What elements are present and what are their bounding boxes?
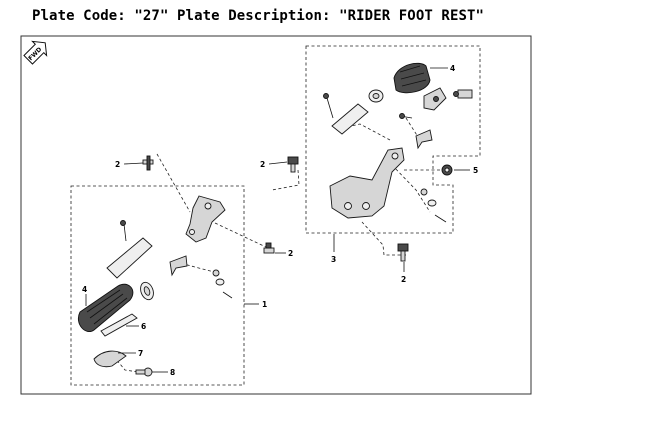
- connector-line: [361, 221, 406, 256]
- group-box-left: [70, 185, 245, 386]
- group-box-right: [305, 45, 481, 234]
- bracket-hole: [344, 202, 352, 210]
- callout-6: 6: [141, 322, 146, 331]
- rubber-grip-line: [86, 289, 128, 325]
- bolt-left-lower: [263, 242, 275, 254]
- callout-2-center: 2: [260, 160, 265, 169]
- left-pivot-pin: [106, 237, 153, 279]
- right-stud-bolt: [399, 113, 413, 119]
- left-washer-hole: [143, 286, 151, 296]
- leader-line: [268, 161, 288, 165]
- right-small-bolt: [433, 96, 439, 102]
- callout-4-left: 4: [82, 285, 87, 294]
- plate-code-label: Plate Code:: [32, 8, 126, 24]
- right-washer-hole: [372, 93, 380, 99]
- right-nut: [441, 164, 453, 176]
- right-cotter-pin: [434, 214, 447, 223]
- right-spring-ball: [420, 188, 428, 196]
- leader-line: [123, 162, 144, 165]
- bracket-hole: [362, 202, 370, 210]
- connector-line: [405, 117, 421, 141]
- page-title: Plate Code: "27" Plate Description: "RID…: [32, 8, 484, 24]
- plate-description-value: "RIDER FOOT REST": [339, 8, 485, 24]
- pin-shaft: [123, 223, 127, 242]
- connector-line: [271, 169, 300, 191]
- left-detent-plate: [169, 255, 188, 277]
- left-footrest-rubber: [78, 283, 134, 332]
- connector-line: [391, 164, 431, 213]
- bolt-right-upper: [287, 156, 299, 173]
- plate-description-label: Plate Description:: [177, 8, 331, 24]
- plate-code-value: "27": [134, 8, 169, 24]
- connector-line: [156, 153, 191, 213]
- callout-3: 3: [331, 255, 336, 264]
- pin-head: [323, 93, 329, 99]
- left-cotter-pin: [222, 291, 233, 299]
- callout-5: 5: [473, 166, 478, 175]
- left-bolt-shaft: [135, 369, 146, 375]
- bolt-left-upper: [142, 155, 154, 171]
- right-detent-plate: [415, 129, 433, 150]
- right-spring: [427, 199, 437, 207]
- left-heel-guard: [93, 350, 127, 368]
- right-peg-shaft: [331, 103, 369, 135]
- connector-line: [214, 222, 269, 249]
- callout-1: 1: [262, 300, 267, 309]
- callout-2-right-lower: 2: [401, 275, 406, 284]
- left-spring-ball: [212, 269, 220, 277]
- rubber-grip-line: [399, 65, 427, 87]
- callout-7: 7: [138, 349, 143, 358]
- right-adjuster-nut: [453, 89, 473, 99]
- pin-shaft: [326, 97, 334, 119]
- callout-4-right: 4: [450, 64, 455, 73]
- bracket-hole: [204, 202, 212, 210]
- left-footrest-bracket: [185, 195, 226, 243]
- diagram-frame: [20, 35, 532, 395]
- pin-head: [120, 220, 126, 226]
- callout-2-left-upper: 2: [115, 160, 120, 169]
- bolt-right-lower: [397, 243, 409, 262]
- callout-8: 8: [170, 368, 175, 377]
- callout-2-left-lower: 2: [288, 249, 293, 258]
- right-footrest-bracket: [329, 147, 405, 219]
- bracket-hole: [189, 229, 195, 235]
- left-rubber-insert: [100, 313, 138, 337]
- left-spring: [215, 278, 225, 286]
- bracket-hole: [391, 152, 399, 160]
